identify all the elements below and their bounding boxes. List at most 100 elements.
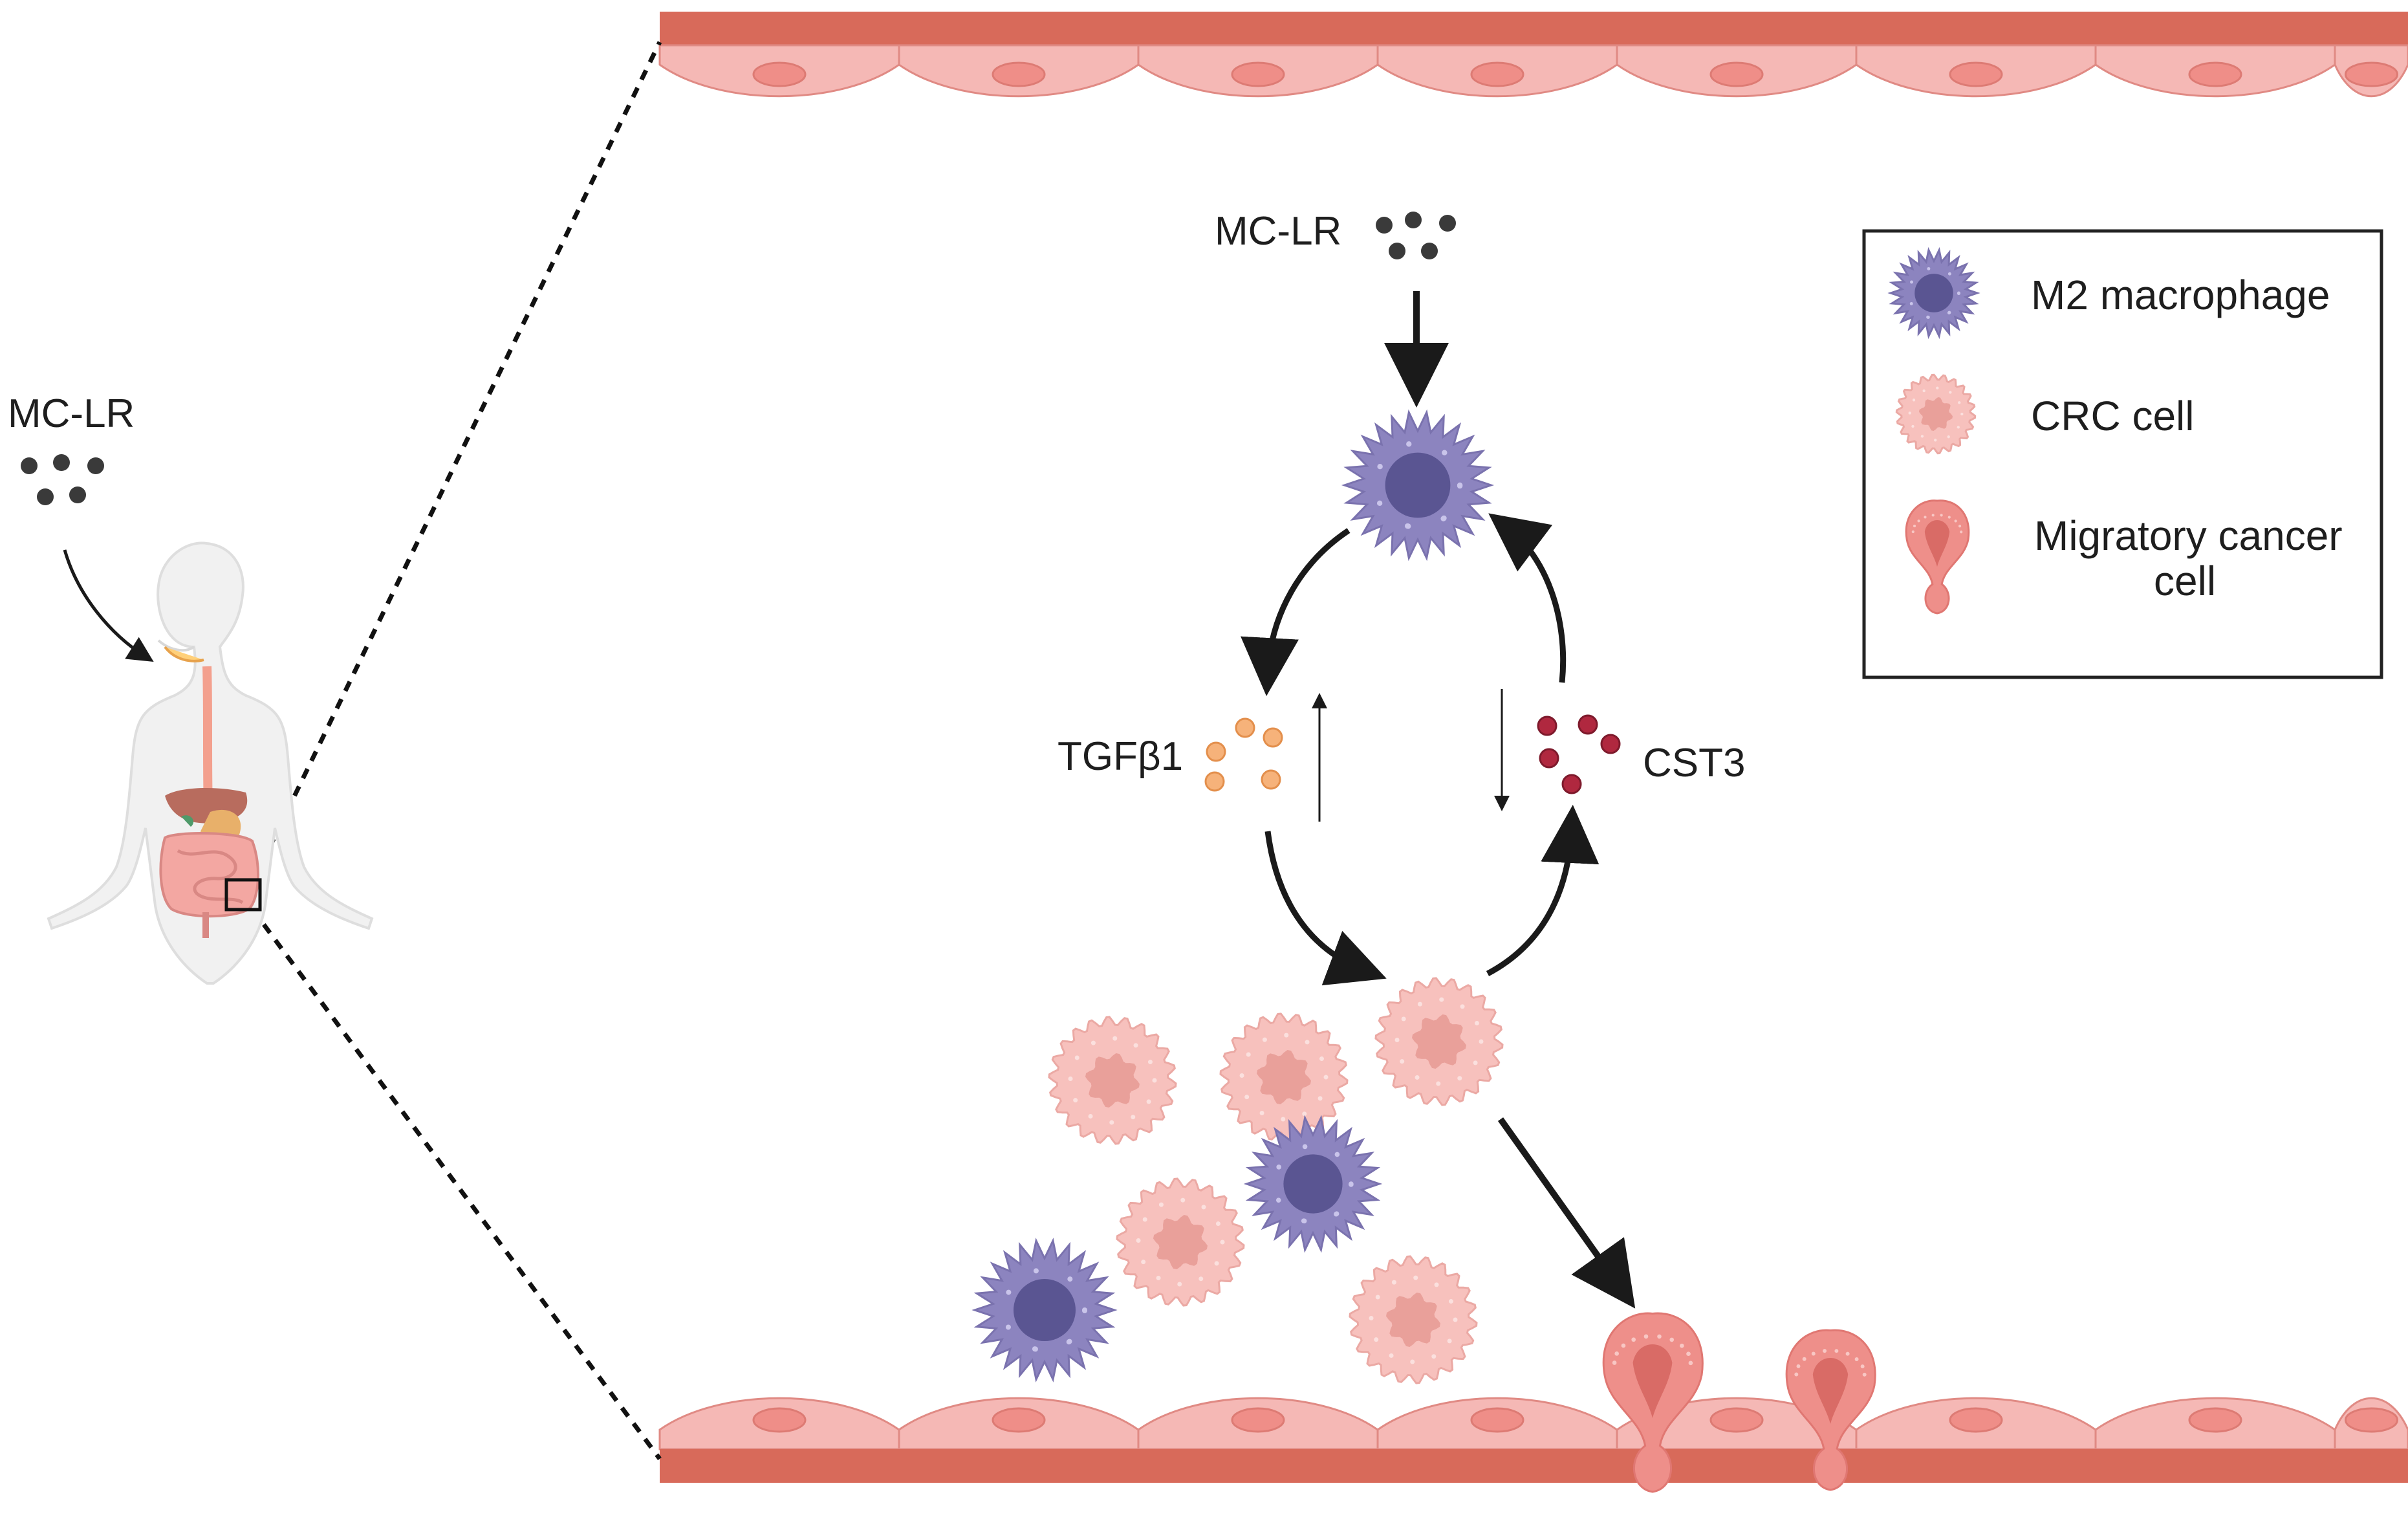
cst3-dot	[1561, 774, 1582, 794]
crc-cell-granule	[1920, 435, 1924, 438]
migratory-cancer-cell-icon	[1905, 499, 1970, 615]
crc-cell-nucleus	[1153, 1215, 1208, 1269]
crc-cell-granule	[1447, 1339, 1452, 1344]
mclr-dot	[87, 457, 104, 474]
crc-cell-granule	[1068, 1076, 1073, 1082]
intestine-folds	[177, 849, 244, 904]
crc-cell-granule	[1158, 1202, 1164, 1207]
macrophage-granule	[1927, 267, 1931, 270]
migratory-cell-granule	[1862, 1372, 1867, 1377]
tgfb1-label: TGFβ1	[1058, 734, 1183, 779]
migratory-cell-granule	[1917, 519, 1920, 523]
macrophage-granule	[1066, 1339, 1072, 1345]
migratory-cell-nucleus	[1812, 1358, 1849, 1424]
cst3-dot	[1578, 714, 1598, 735]
crc-cell-granule	[1936, 386, 1939, 389]
macrophage-nucleus	[1914, 274, 1953, 312]
macrophage-granule	[1006, 1289, 1012, 1295]
endothelial-nucleus	[752, 61, 807, 87]
macrophage-nucleus	[1385, 452, 1451, 518]
crc-cell-granule	[1244, 1095, 1250, 1100]
cst3-label: CST3	[1643, 741, 1745, 785]
crc-cell-granule	[1434, 1282, 1439, 1287]
mclr-top-label: MC-LR	[1215, 209, 1341, 254]
vessel-wall-top	[660, 12, 2408, 45]
macrophage-granule	[1349, 1182, 1354, 1187]
crc-cell-nucleus	[1919, 397, 1953, 431]
crc-cell	[1048, 1016, 1177, 1145]
zoom-line-top	[250, 41, 662, 884]
migratory-cancer-cell	[1785, 1329, 1876, 1491]
mclr-dot	[53, 454, 70, 471]
crc-cell-granule	[1146, 1099, 1151, 1104]
endothelium-top	[658, 44, 2408, 98]
crc-cell-granule	[1394, 1038, 1400, 1043]
crc-cell-granule	[1400, 1059, 1405, 1064]
macrophage-nucleus	[1283, 1154, 1343, 1214]
tgfb1-dot	[1263, 727, 1283, 748]
arrow-cst3-to-macrophage	[1488, 513, 1567, 683]
crc-cell-granule	[1473, 1060, 1478, 1066]
endothelial-nucleus	[1470, 61, 1524, 87]
crc-cell-granule	[1284, 1033, 1289, 1038]
legend-crc	[1895, 373, 1977, 455]
central-m2-macrophage	[1341, 409, 1495, 562]
macrophage-granule	[1301, 1218, 1307, 1223]
crc-cell-granule	[1073, 1098, 1078, 1103]
crc-cell-granule	[1156, 1275, 1161, 1280]
migratory-cell-granule	[1954, 519, 1957, 523]
migratory-cell-granule	[1854, 1357, 1859, 1361]
vessel-bottom	[658, 1397, 2408, 1483]
zoom-line-bottom	[250, 907, 662, 1461]
crc-cell-granule	[1318, 1096, 1323, 1101]
macrophage-granule	[1926, 315, 1930, 319]
migratory-cell-granule	[1911, 530, 1914, 534]
mclr-dot	[21, 457, 38, 474]
mclr-dot	[1376, 217, 1393, 234]
crc-cell-granule	[1305, 1040, 1310, 1045]
tgfb1-dot	[1235, 717, 1255, 738]
mclr-body-dots	[21, 454, 104, 505]
crc-cell-granule	[1177, 1282, 1182, 1287]
crc-cell-granule	[1448, 1299, 1453, 1304]
crc-cell-granule	[1960, 412, 1964, 416]
crc-cell-granule	[1436, 1081, 1441, 1086]
endothelial-nucleus	[752, 1407, 807, 1433]
crc-cell-granule	[1410, 1359, 1415, 1364]
crc-cell-nucleus	[1085, 1053, 1140, 1108]
crc-cell-granule	[1246, 1052, 1251, 1057]
migratory-cell-granule	[1845, 1351, 1850, 1356]
crc-cell-granule	[1413, 1275, 1418, 1280]
crc-cell-granule	[1131, 1115, 1136, 1120]
legend-migratory	[1905, 499, 1970, 615]
migratory-cell-granule	[1796, 1364, 1801, 1368]
arrow-crc-to-cst3	[1486, 805, 1600, 976]
crc-cell-granule	[1259, 1110, 1264, 1115]
crc-cell-nucleus	[1412, 1014, 1466, 1069]
macrophage-granule	[1957, 292, 1960, 296]
macrophage-granule	[1081, 1308, 1087, 1314]
migratory-cell-granule	[1924, 516, 1927, 519]
macrophage-granule	[1406, 441, 1412, 447]
tgfb1-dot	[1261, 769, 1281, 790]
crc-cell-granule	[1947, 435, 1950, 439]
legend: M2 macrophage CRC cell Migratory cancer …	[1862, 229, 2383, 679]
migratory-cell-granule	[1834, 1349, 1839, 1353]
crc-cell-nucleus	[1257, 1050, 1311, 1104]
endothelial-nucleus	[2188, 61, 2242, 87]
migratory-cell-granule	[1958, 525, 1962, 528]
cst3-dot	[1600, 734, 1621, 754]
macrophage-granule	[1334, 1152, 1340, 1157]
crc-cell-granule	[1147, 1060, 1153, 1065]
crc-cell-granule	[1201, 1205, 1206, 1210]
mclr-dot	[1439, 215, 1456, 232]
crc-cell-icon	[1895, 373, 1977, 455]
legend-label-m2-macrophage: M2 macrophage	[2031, 272, 2330, 318]
crc-cell-granule	[1239, 1073, 1244, 1078]
arrow-macrophage-to-tgfb1	[1241, 528, 1350, 696]
migratory-cell-granule	[1686, 1351, 1691, 1357]
endothelial-nucleus	[1231, 61, 1285, 87]
migratory-cell-granule	[1913, 524, 1916, 528]
crc-cell-granule	[1152, 1078, 1157, 1083]
macrophage-granule	[1404, 523, 1411, 529]
